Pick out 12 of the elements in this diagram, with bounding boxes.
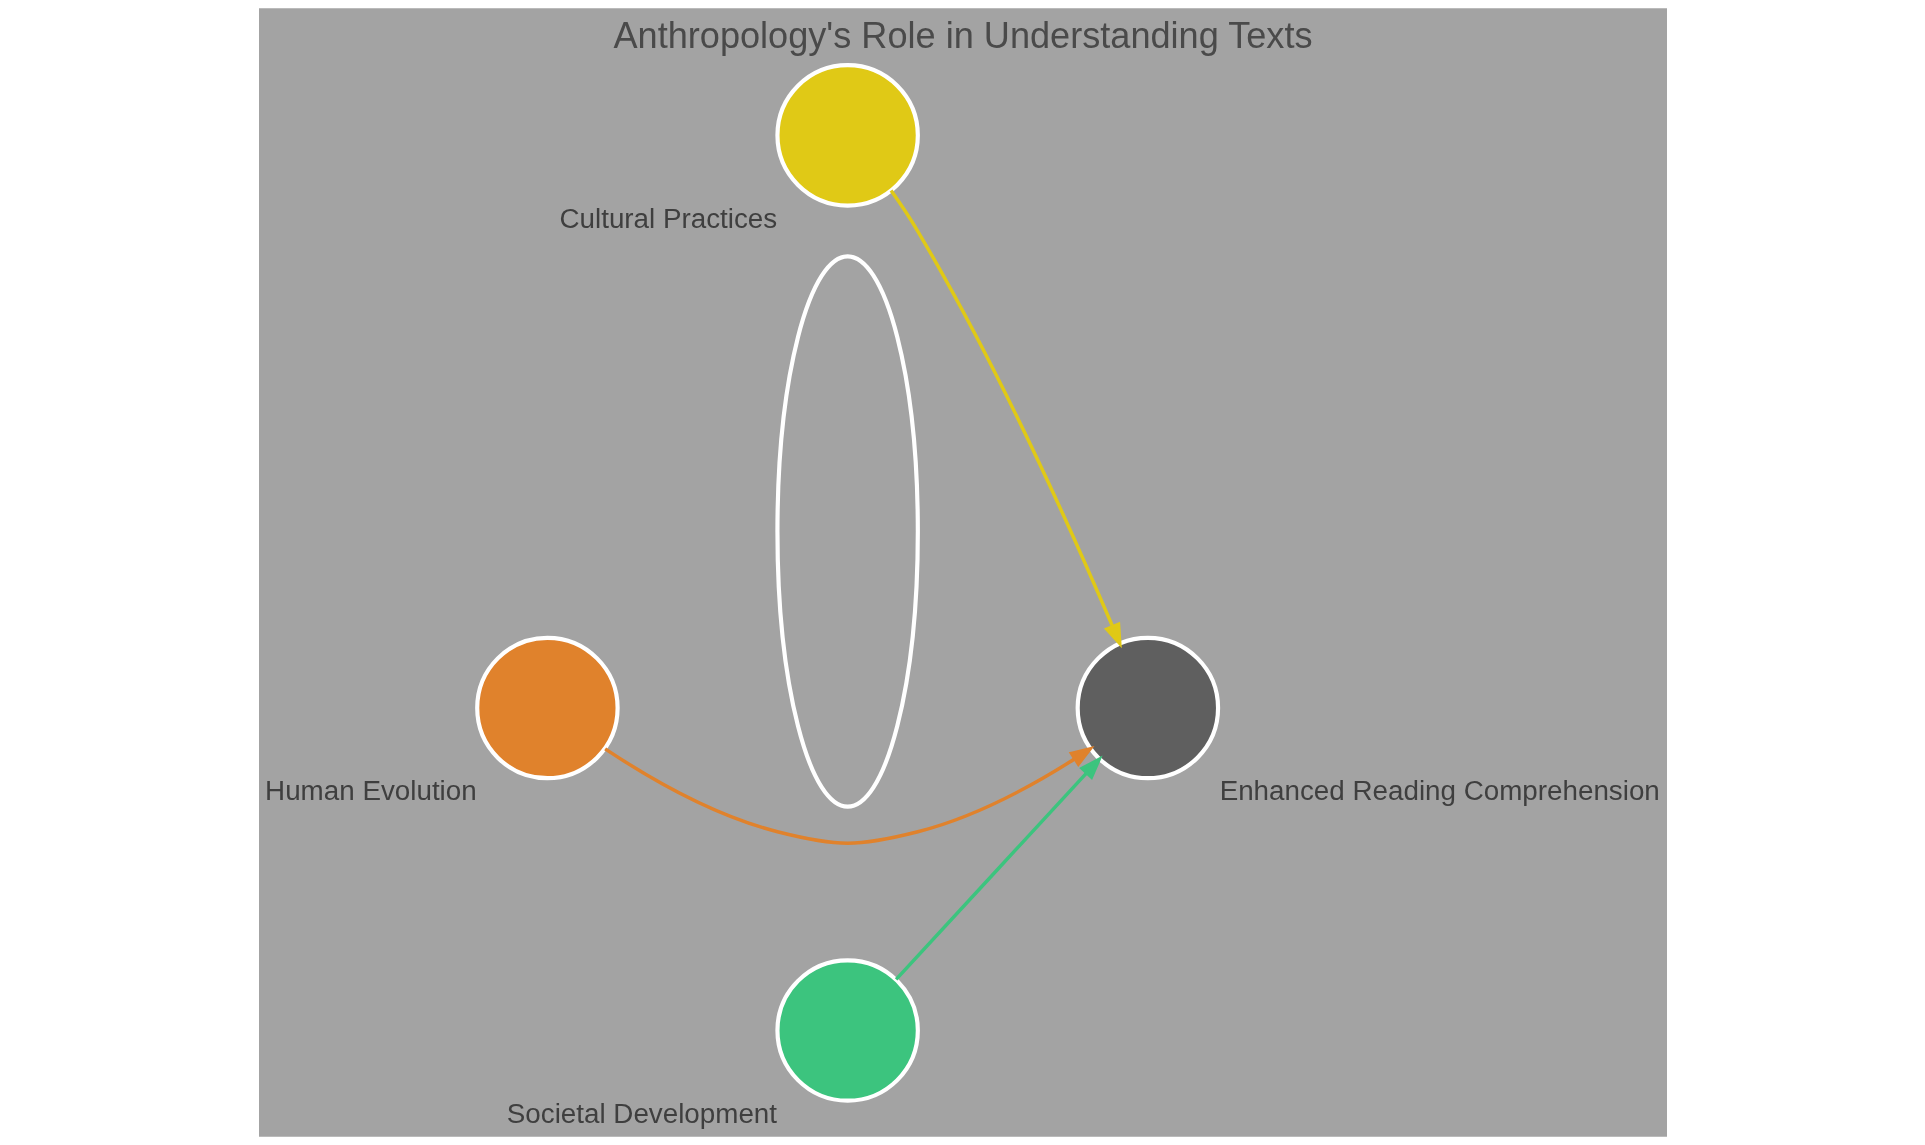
node-lens [774, 254, 920, 809]
node-circle [474, 635, 620, 781]
node-label: Human Evolution [264, 775, 477, 807]
arrow [894, 755, 1103, 981]
node-label: Cultural Practices [558, 202, 777, 234]
node-circle [774, 958, 920, 1103]
node-label: Enhanced Reading Comprehension [1219, 775, 1660, 807]
node-circle [774, 63, 920, 208]
arrow [603, 746, 1094, 845]
arrow [889, 189, 1122, 649]
diagram-title: Anthropology's Role in Understanding Texts [612, 15, 1313, 57]
node-label: Societal Development [506, 1097, 777, 1129]
